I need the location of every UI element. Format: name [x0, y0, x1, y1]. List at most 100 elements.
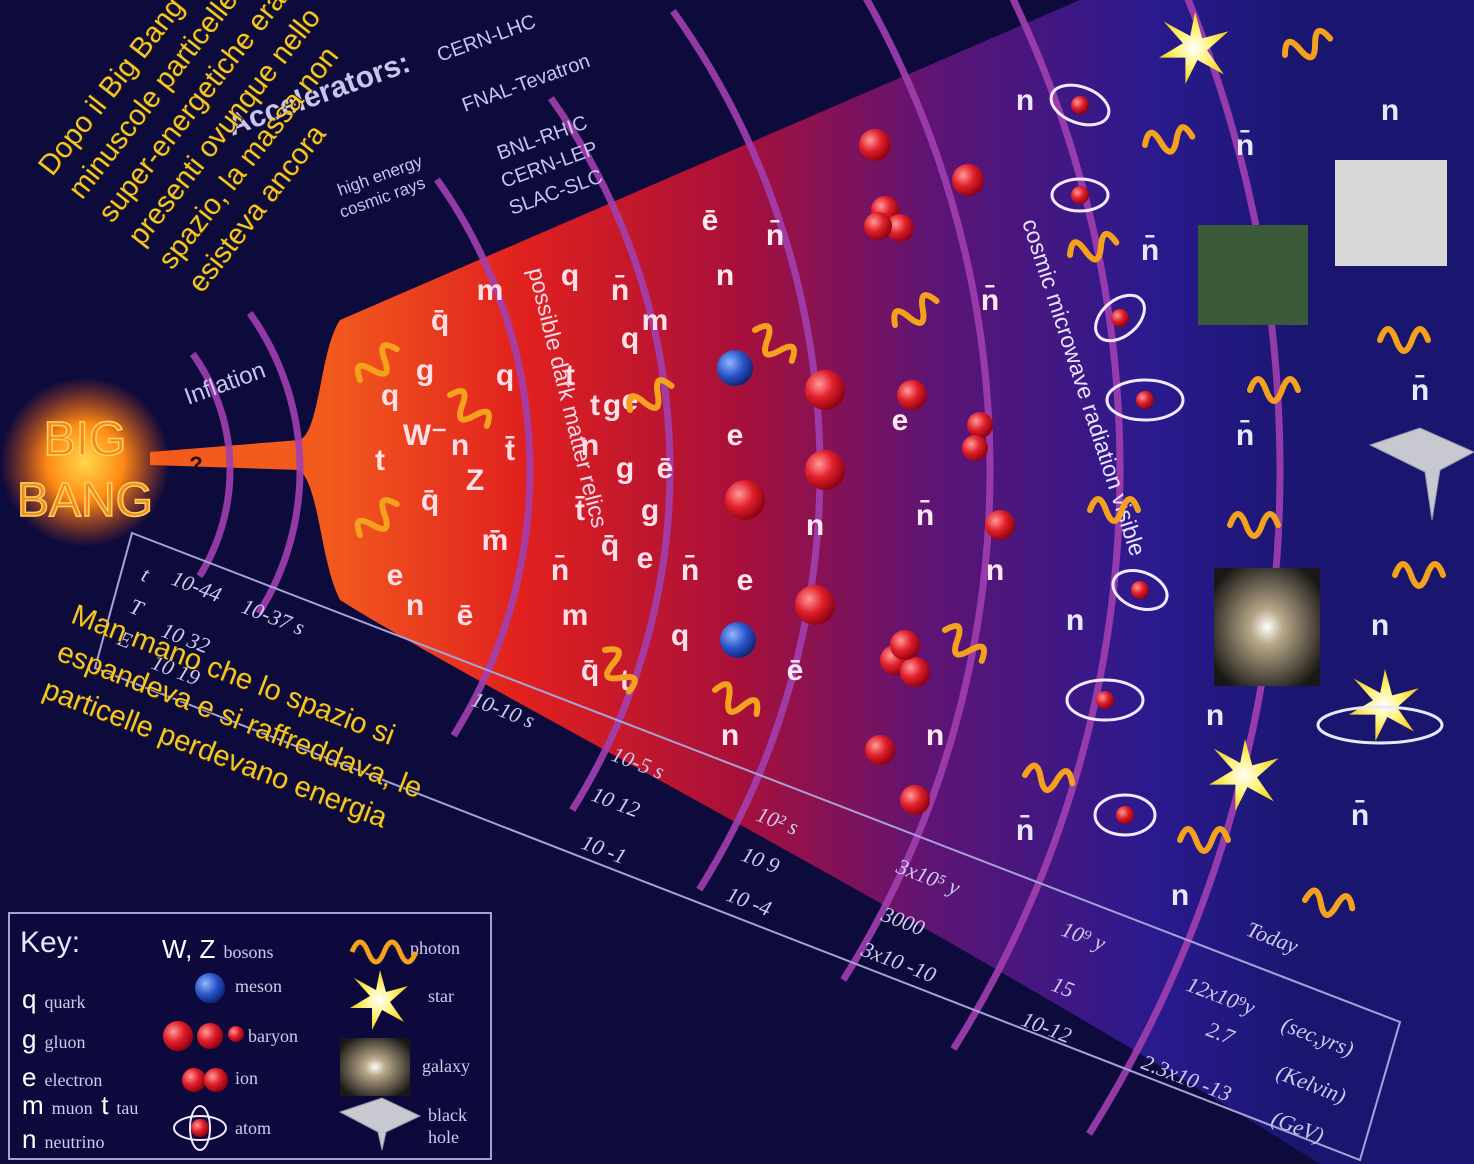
nebula-image: [1198, 225, 1308, 325]
accelerator-fnal-tevatron: FNAL-Tevatron: [459, 50, 593, 117]
atom-icon: [1049, 83, 1111, 127]
timeline-temperature: 10 9: [738, 841, 783, 878]
big-bang-label-line2: BANG: [17, 474, 153, 527]
ion-icon: [897, 380, 927, 410]
particle-symbol: t: [590, 389, 600, 422]
timeline-temperature: 10 12: [588, 781, 643, 822]
galaxy-icon: [1214, 568, 1320, 686]
particle-symbol: n̄: [611, 274, 629, 307]
particle-symbol: ē: [657, 452, 674, 485]
photon-icon: [891, 292, 940, 328]
key-title: Key:: [20, 926, 81, 959]
particle-symbol: q: [496, 359, 514, 392]
particle-symbol: m: [477, 274, 504, 307]
orbit-icon: [1316, 705, 1444, 745]
ion-icon: [890, 630, 920, 660]
ion-icon: [859, 129, 891, 161]
photon-icon: [1227, 511, 1281, 539]
band-arc: [840, 0, 994, 982]
ion-icon: [900, 785, 930, 815]
key-meson: meson: [235, 976, 282, 996]
photon-icon: [1067, 231, 1120, 263]
particle-symbol: g: [603, 389, 621, 422]
star-icon: [1159, 11, 1229, 84]
photon-icon: [1087, 496, 1141, 524]
key-baryon: baryon: [248, 1026, 298, 1046]
key-bosons: W, Z bosons: [162, 934, 273, 965]
star-icon: [1209, 739, 1279, 811]
key-bosons-label: bosons: [223, 942, 274, 962]
atom-icon: [1111, 569, 1169, 611]
particle-symbol: n̄: [981, 284, 999, 317]
photon-icon: [942, 622, 988, 664]
baryon-icon: [725, 480, 765, 520]
particle-symbol: e: [892, 404, 909, 437]
particle-symbol: n: [1016, 84, 1034, 117]
key-neutrino-symbol: n: [22, 1124, 37, 1154]
particle-symbol: n̄: [766, 219, 784, 252]
photon-icon: [712, 681, 761, 717]
photon-icon: [1392, 561, 1446, 589]
particle-symbol: n: [926, 719, 944, 752]
baryon-icon: [795, 585, 835, 625]
baryon-icon: [805, 370, 845, 410]
ion-icon: [967, 412, 993, 438]
particle-symbol: ē: [702, 204, 719, 237]
particle-symbol: e: [637, 542, 654, 575]
black-hole-icon: [1368, 427, 1474, 521]
timeline-time: 10-37 s: [238, 593, 308, 640]
photon-icon: [626, 377, 675, 413]
particle-symbol: e: [387, 559, 404, 592]
band-arc: [246, 311, 304, 616]
particle-symbol: n̄: [681, 554, 699, 587]
key-electron-symbol: e: [22, 1062, 37, 1092]
particle-symbol: q̄: [581, 654, 599, 687]
key-photon: photon: [410, 938, 461, 958]
baryon-icon: [163, 1021, 244, 1051]
particle-symbol: n̄: [1411, 374, 1429, 407]
particle-symbol: n: [1171, 879, 1189, 912]
timeline-time: 10-44: [168, 565, 225, 607]
particle-symbol: m: [562, 599, 589, 632]
particle-symbol: g: [616, 452, 634, 485]
particle-symbol: q: [671, 619, 689, 652]
star-icon: [350, 970, 408, 1030]
atom-icon: [1065, 678, 1145, 722]
key-bosons-symbol: W, Z: [162, 934, 216, 964]
key-quark-symbol: q: [22, 984, 37, 1014]
particle-symbol: Z: [466, 464, 484, 497]
photon-icon: [1142, 124, 1196, 155]
key-tau-symbol: t: [101, 1090, 109, 1120]
meson-icon: [720, 622, 756, 658]
photon-icon: [447, 387, 493, 429]
particle-symbol: n: [1371, 609, 1389, 642]
band-arcs: [189, 0, 1284, 1136]
photon-icon: [349, 939, 419, 965]
particle-symbol: n̄: [1351, 799, 1369, 832]
photon-icon: [1282, 27, 1334, 61]
particle-symbol: n̄: [1236, 419, 1254, 452]
timeline-energy: 10-12: [1018, 1006, 1075, 1048]
band-arc: [548, 96, 674, 812]
timeline-energy: 10 -1: [578, 829, 630, 869]
particle-symbol: n̄: [1236, 129, 1254, 162]
particle-symbol: q: [561, 259, 579, 292]
black-hole-icon: [338, 1097, 422, 1151]
key-galaxy: galaxy: [422, 1056, 470, 1076]
particle-symbol: t̄: [505, 434, 515, 467]
particle-symbol: n̄: [1141, 234, 1159, 267]
photon-icon: [354, 342, 400, 383]
key-muon-symbol: m: [22, 1090, 44, 1120]
baryon-icon: [805, 450, 845, 490]
particle-symbol: e: [737, 564, 754, 597]
atom-icon: [1094, 293, 1146, 343]
particle-symbol: n: [986, 554, 1004, 587]
key-gluon-label: gluon: [44, 1032, 86, 1052]
key-star: star: [428, 986, 454, 1006]
particle-symbol: n̄: [916, 499, 934, 532]
ion-icon: [962, 435, 988, 461]
meson-icon: [195, 973, 225, 1003]
